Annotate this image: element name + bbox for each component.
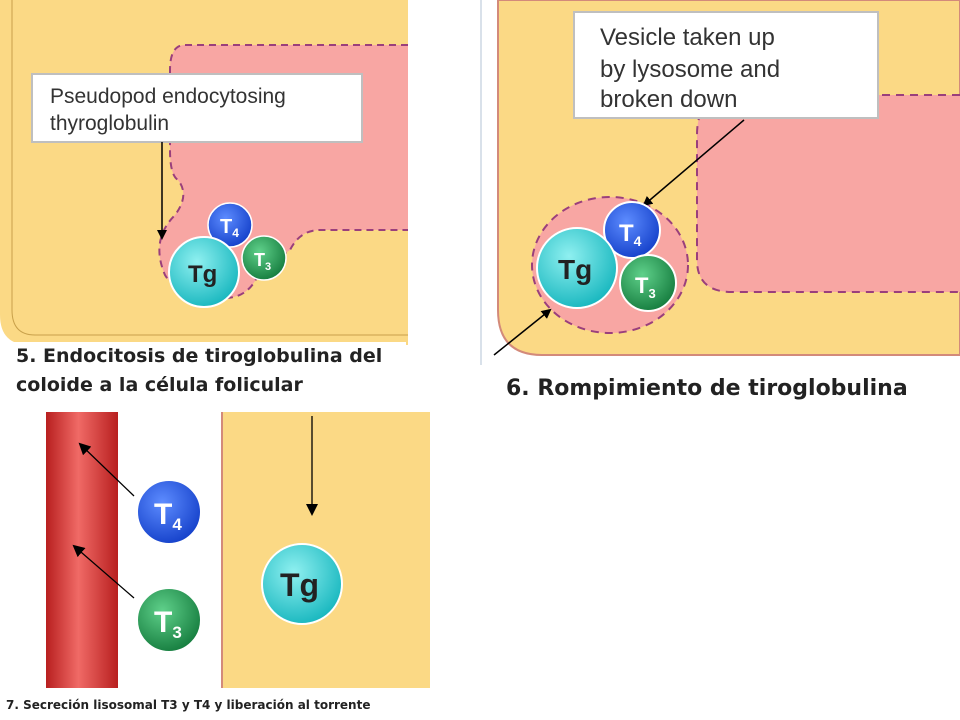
t3-label: T3 [635,273,656,301]
callout-text-line2: thyroglobulin [50,112,169,135]
pointer-arrow-lower [493,308,552,356]
callout-text-line1: Vesicle taken up [600,24,775,51]
panel-endocytosis: Pseudopod endocytosing thyroglobulin T4 … [0,0,408,345]
nucleus-region [697,95,960,292]
t3-label: T3 [254,250,271,273]
t3-molecule [136,587,202,653]
tg-label: Tg [280,567,319,603]
callout-box [573,11,879,119]
panel-secretion: T4 T3 Tg [14,412,430,688]
caption-step-5-line1: 5. Endocitosis de tiroglobulina del [16,345,383,367]
t3-molecule [619,254,677,312]
tg-label: Tg [558,254,592,285]
t4-label: T4 [220,216,239,240]
secretion-diagram: T4 T3 Tg [14,412,430,688]
release-arrow-t4 [78,442,135,497]
lysosome-diagram: Vesicle taken up by lysosome and broken … [482,0,960,365]
endocytosis-diagram: Pseudopod endocytosing thyroglobulin T4 … [0,0,408,345]
t3-molecule [241,235,287,281]
blood-vessel [46,412,118,688]
callout-text-line2: by lysosome and [600,56,780,83]
caption-step-7: 7. Secreción lisosomal T3 y T4 y liberac… [6,698,371,712]
caption-step-5: 5. Endocitosis de tiroglobulina del colo… [14,342,406,400]
pointer-arrow [642,119,745,207]
release-arrow-t3 [72,544,135,599]
t4-molecule [207,202,253,248]
t4-molecule [603,201,661,259]
caption-step-6: 6. Rompimiento de tiroglobulina [506,376,908,401]
callout-text-line3: broken down [600,86,737,113]
t4-molecule [136,479,202,545]
callout-text-line1: Pseudopod endocytosing [50,85,286,108]
caption-step-5-line2: coloide a la célula folicular [16,374,303,396]
thyroglobulin-molecule [168,236,240,308]
t3-label: T3 [154,606,182,642]
t4-label: T4 [154,498,182,534]
panel-lysosome: Vesicle taken up by lysosome and broken … [482,0,960,365]
thyroglobulin-molecule [536,227,618,309]
tg-label: Tg [188,261,217,288]
t4-label: T4 [619,220,642,249]
panel-divider [480,0,482,365]
callout-box [31,73,363,143]
follicular-cell [222,412,430,688]
thyroglobulin-molecule [261,543,343,625]
